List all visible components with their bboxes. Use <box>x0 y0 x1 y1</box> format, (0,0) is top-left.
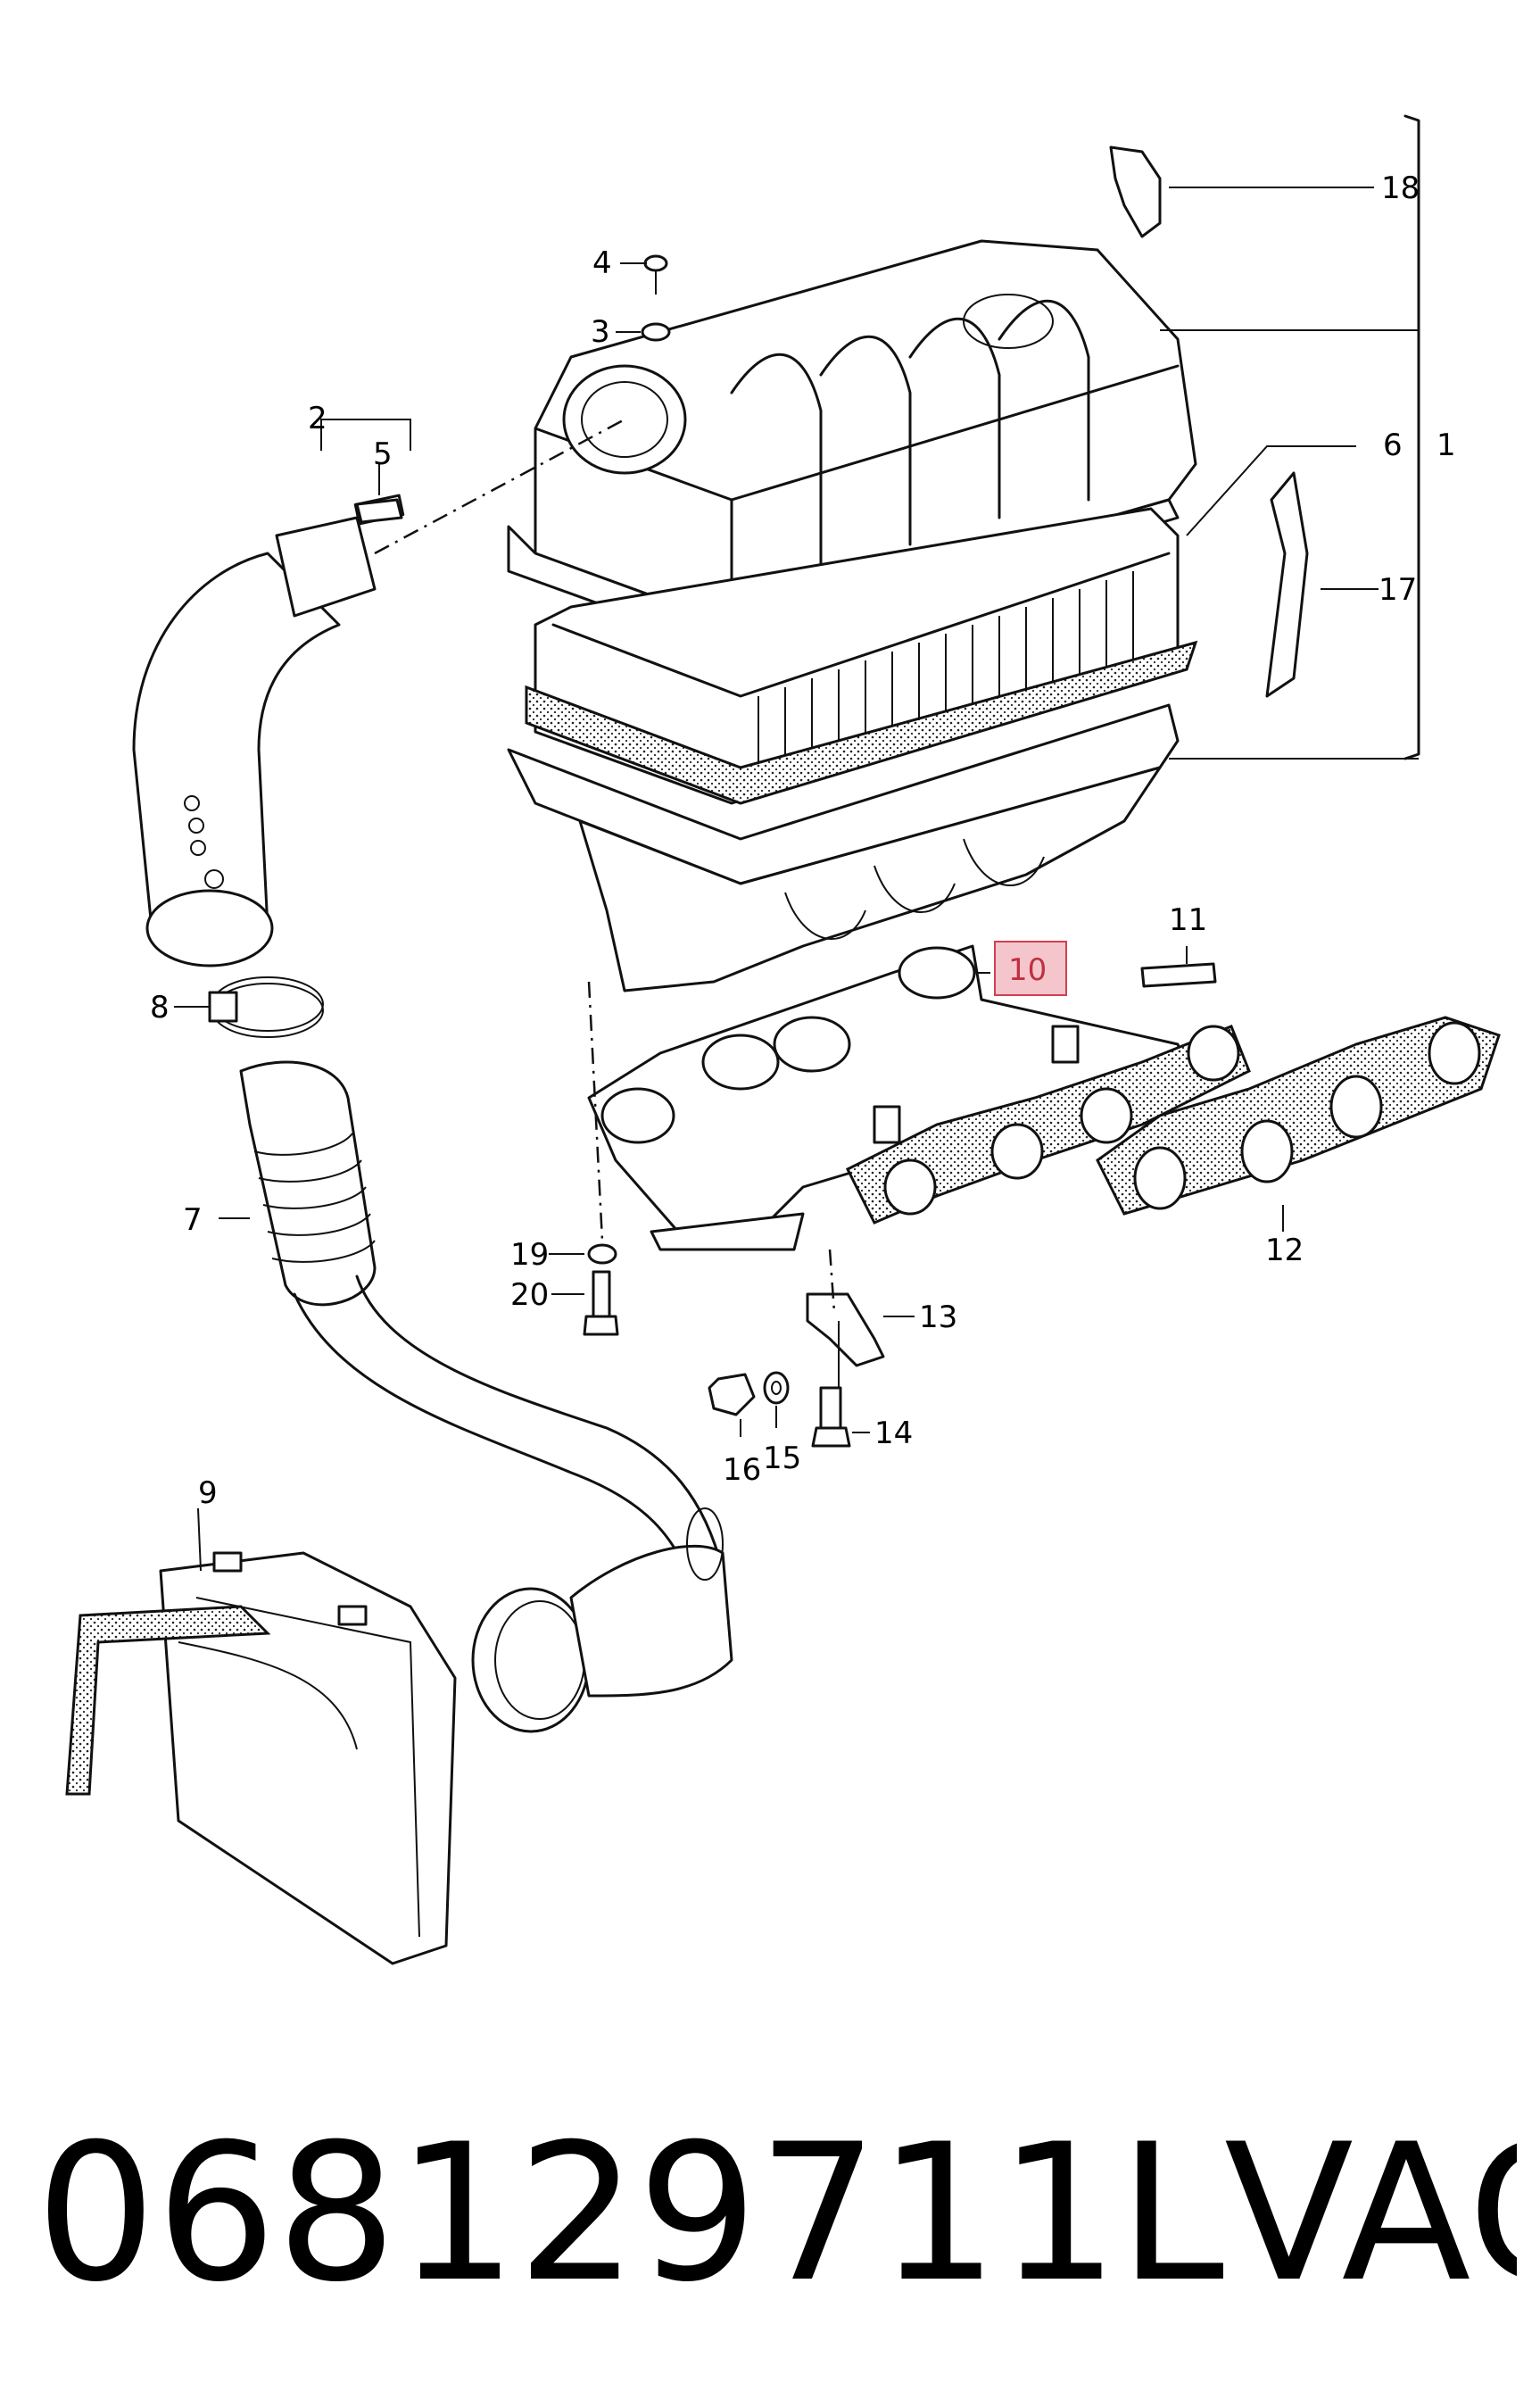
support-bracket <box>806 1292 885 1392</box>
callout-10: 10 <box>1008 952 1047 988</box>
callout-4: 4 <box>592 245 612 281</box>
washer-15 <box>763 1371 790 1405</box>
part-number-footer: 068129711L VAG <box>36 2106 1517 2321</box>
callout-3: 3 <box>591 314 610 350</box>
callout-9: 9 <box>198 1475 218 1511</box>
intake-coupler <box>471 1507 733 1733</box>
group-bracket-1 <box>1403 114 1420 760</box>
retainer-5 <box>355 498 403 524</box>
callout-13: 13 <box>919 1299 957 1335</box>
part-number: 068129711L <box>36 2106 1225 2321</box>
washer-3 <box>641 322 671 342</box>
callout-12: 12 <box>1265 1233 1304 1268</box>
callout-17: 17 <box>1379 572 1417 608</box>
callout-16: 16 <box>723 1452 761 1488</box>
air-intake-shroud <box>65 1551 457 1965</box>
callout-labels: 1 2 3 4 5 6 7 8 9 10 11 12 13 14 15 16 1… <box>150 170 1456 1511</box>
callout-11: 11 <box>1169 902 1207 938</box>
bolt-20 <box>583 1270 619 1336</box>
callout-highlight-box <box>994 941 1067 996</box>
callout-20: 20 <box>510 1277 549 1313</box>
callout-14: 14 <box>874 1416 913 1451</box>
leader-lines <box>174 187 1379 1572</box>
callout-15: 15 <box>763 1441 801 1476</box>
brand-name: VAG <box>1224 2106 1517 2321</box>
bolt-14 <box>811 1386 851 1448</box>
air-filter-lower-housing <box>507 703 1180 992</box>
callout-5: 5 <box>373 436 393 472</box>
hose-clamp <box>208 976 324 1038</box>
callout-6: 6 <box>1383 428 1403 463</box>
callout-1: 1 <box>1437 428 1456 463</box>
air-filter-element <box>525 507 1198 805</box>
washer-19 <box>587 1243 617 1265</box>
intake-hose <box>132 494 405 967</box>
callout-18: 18 <box>1381 170 1420 206</box>
manifold-gasket-12 <box>1096 1016 1501 1216</box>
callout-19: 19 <box>510 1237 549 1273</box>
nut-16 <box>708 1373 756 1416</box>
manifold-gasket-10-front <box>845 1025 1251 1225</box>
intake-manifold <box>587 944 1197 1251</box>
clip-18 <box>1109 145 1162 238</box>
callout-2: 2 <box>308 401 327 436</box>
callout-8: 8 <box>150 990 170 1025</box>
callout-7: 7 <box>183 1202 203 1238</box>
clip-17 <box>1265 471 1309 698</box>
stud-11 <box>1140 962 1217 988</box>
corrugated-intake-hose <box>239 1060 724 1599</box>
screw-4 <box>643 254 668 295</box>
